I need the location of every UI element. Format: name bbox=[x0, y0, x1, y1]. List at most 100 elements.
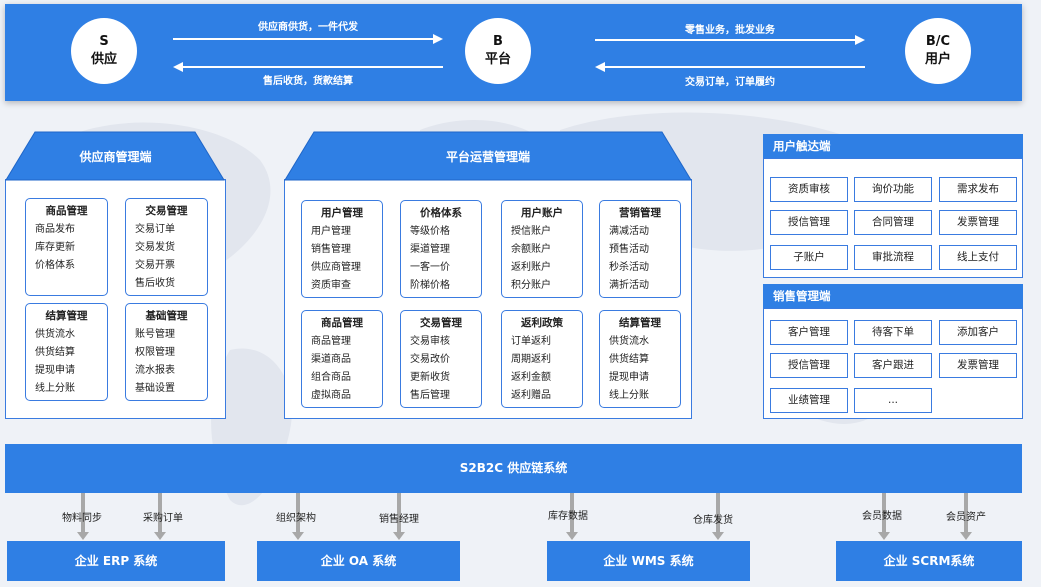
right-arrow-icon bbox=[595, 35, 865, 45]
down-arrow-icon bbox=[292, 493, 304, 540]
supplier-node-label: 供应 bbox=[90, 52, 117, 67]
platform-module-8: 结算管理 供货流水 供货结算 提现申请 线上分账 bbox=[599, 310, 681, 408]
module-item: 更新收货 bbox=[410, 372, 450, 383]
left-arrow-icon bbox=[595, 62, 865, 72]
sales-end-cell: 业绩管理 bbox=[770, 388, 848, 413]
module-item: 售后管理 bbox=[410, 390, 450, 401]
supplier-module-1: 商品管理 商品发布 库存更新 价格体系 bbox=[25, 198, 108, 296]
module-item: 提现申请 bbox=[35, 365, 75, 376]
platform-module-5: 商品管理 商品管理 渠道商品 组合商品 虚拟商品 bbox=[301, 310, 383, 408]
flow-label: 会员资产 bbox=[946, 512, 986, 523]
platform-panel-roof bbox=[284, 131, 692, 181]
sales-end-cell: 发票管理 bbox=[939, 353, 1017, 378]
down-arrow-icon bbox=[960, 493, 972, 540]
module-item: 供货流水 bbox=[35, 329, 75, 340]
module-item: 交易订单 bbox=[135, 224, 175, 235]
module-item: 售后收货 bbox=[135, 278, 175, 289]
module-item: 满减活动 bbox=[609, 226, 649, 237]
down-arrow-icon bbox=[154, 493, 166, 540]
platform-node: B 平台 bbox=[465, 18, 531, 84]
module-item: 供货结算 bbox=[35, 347, 75, 358]
arrow2-bottom-label: 交易订单，订单履约 bbox=[685, 77, 775, 88]
module-item: 一客一价 bbox=[410, 262, 450, 273]
arrow2-top-label: 零售业务，批发业务 bbox=[685, 25, 775, 36]
module-item: 基础设置 bbox=[135, 383, 175, 394]
user-end-cell: 授信管理 bbox=[770, 210, 848, 235]
module-item: 订单返利 bbox=[511, 336, 551, 347]
wms-system: 企业 WMS 系统 bbox=[547, 541, 750, 581]
supplier-panel: 商品管理 商品发布 库存更新 价格体系 交易管理 交易订单 交易发货 交易开票 … bbox=[5, 179, 226, 419]
user-end-title: 用户触达端 bbox=[763, 134, 1023, 158]
down-arrow-icon bbox=[393, 493, 405, 540]
flow-label: 组织架构 bbox=[276, 513, 316, 524]
module-item: 供货流水 bbox=[609, 336, 649, 347]
module-item: 流水报表 bbox=[135, 365, 175, 376]
module-item: 销售管理 bbox=[311, 244, 351, 255]
module-item: 预售活动 bbox=[609, 244, 649, 255]
user-end-cell: 发票管理 bbox=[939, 210, 1017, 235]
module-item: 权限管理 bbox=[135, 347, 175, 358]
module-item: 供应商管理 bbox=[311, 262, 361, 273]
flow-label: 采购订单 bbox=[143, 513, 183, 524]
module-item: 供货结算 bbox=[609, 354, 649, 365]
right-arrow-icon bbox=[173, 34, 443, 44]
module-item: 线上分账 bbox=[609, 390, 649, 401]
module-item: 商品管理 bbox=[311, 336, 351, 347]
module-item: 满折活动 bbox=[609, 280, 649, 291]
module-item: 组合商品 bbox=[311, 372, 351, 383]
sales-end-title: 销售管理端 bbox=[763, 284, 1023, 308]
module-item: 秒杀活动 bbox=[609, 262, 649, 273]
module-title: 商品管理 bbox=[321, 317, 363, 329]
module-item: 交易发货 bbox=[135, 242, 175, 253]
sales-end-cell: ... bbox=[854, 388, 932, 413]
supplier-panel-roof bbox=[5, 131, 225, 181]
module-title: 用户账户 bbox=[521, 207, 563, 219]
supplier-module-3: 结算管理 供货流水 供货结算 提现申请 线上分账 bbox=[25, 303, 108, 401]
module-item: 阶梯价格 bbox=[410, 280, 450, 291]
flow-label: 销售经理 bbox=[379, 514, 419, 525]
module-title: 用户管理 bbox=[321, 207, 363, 219]
user-end-cell: 子账户 bbox=[770, 245, 848, 270]
sales-end-cell: 客户管理 bbox=[770, 320, 848, 345]
module-item: 授信账户 bbox=[511, 226, 551, 237]
user-end-cell: 资质审核 bbox=[770, 177, 848, 202]
module-item: 用户管理 bbox=[311, 226, 351, 237]
module-item: 渠道管理 bbox=[410, 244, 450, 255]
user-end-cell: 审批流程 bbox=[854, 245, 932, 270]
module-item: 线上分账 bbox=[35, 383, 75, 394]
supplier-node-letter: S bbox=[99, 34, 109, 49]
module-item: 价格体系 bbox=[35, 260, 75, 271]
module-item: 返利账户 bbox=[511, 262, 551, 273]
module-title: 结算管理 bbox=[619, 317, 661, 329]
erp-system: 企业 ERP 系统 bbox=[7, 541, 225, 581]
module-item: 渠道商品 bbox=[311, 354, 351, 365]
user-node-letter: B/C bbox=[925, 34, 951, 49]
left-arrow-icon bbox=[173, 62, 443, 72]
module-title: 交易管理 bbox=[145, 205, 188, 217]
module-item: 返利赠品 bbox=[511, 390, 551, 401]
sales-end-cell: 授信管理 bbox=[770, 353, 848, 378]
module-title: 交易管理 bbox=[420, 317, 462, 329]
user-end-cell: 合同管理 bbox=[854, 210, 932, 235]
user-end-cell: 需求发布 bbox=[939, 177, 1017, 202]
module-item: 账号管理 bbox=[135, 329, 175, 340]
down-arrow-icon bbox=[77, 493, 89, 540]
module-title: 基础管理 bbox=[145, 310, 188, 322]
platform-node-letter: B bbox=[493, 34, 503, 49]
user-node: B/C 用户 bbox=[905, 18, 971, 84]
module-title: 商品管理 bbox=[45, 205, 88, 217]
user-end-cell: 线上支付 bbox=[939, 245, 1017, 270]
top-banner: S 供应 B 平台 B/C 用户 供应商供货，一件代发 售后收货，货款结算 零售… bbox=[5, 4, 1022, 101]
module-item: 库存更新 bbox=[35, 242, 75, 253]
oa-system: 企业 OA 系统 bbox=[257, 541, 460, 581]
module-item: 提现申请 bbox=[609, 372, 649, 383]
module-item: 返利金额 bbox=[511, 372, 551, 383]
module-item: 资质审查 bbox=[311, 280, 351, 291]
platform-module-1: 用户管理 用户管理 销售管理 供应商管理 资质审查 bbox=[301, 200, 383, 298]
arrow1-bottom-label: 售后收货，货款结算 bbox=[263, 76, 353, 87]
scrm-system: 企业 SCRM系统 bbox=[836, 541, 1022, 581]
platform-node-label: 平台 bbox=[484, 52, 511, 67]
supplier-node: S 供应 bbox=[71, 18, 137, 84]
supplier-panel-title: 供应商管理端 bbox=[79, 150, 152, 164]
module-item: 交易改价 bbox=[410, 354, 450, 365]
